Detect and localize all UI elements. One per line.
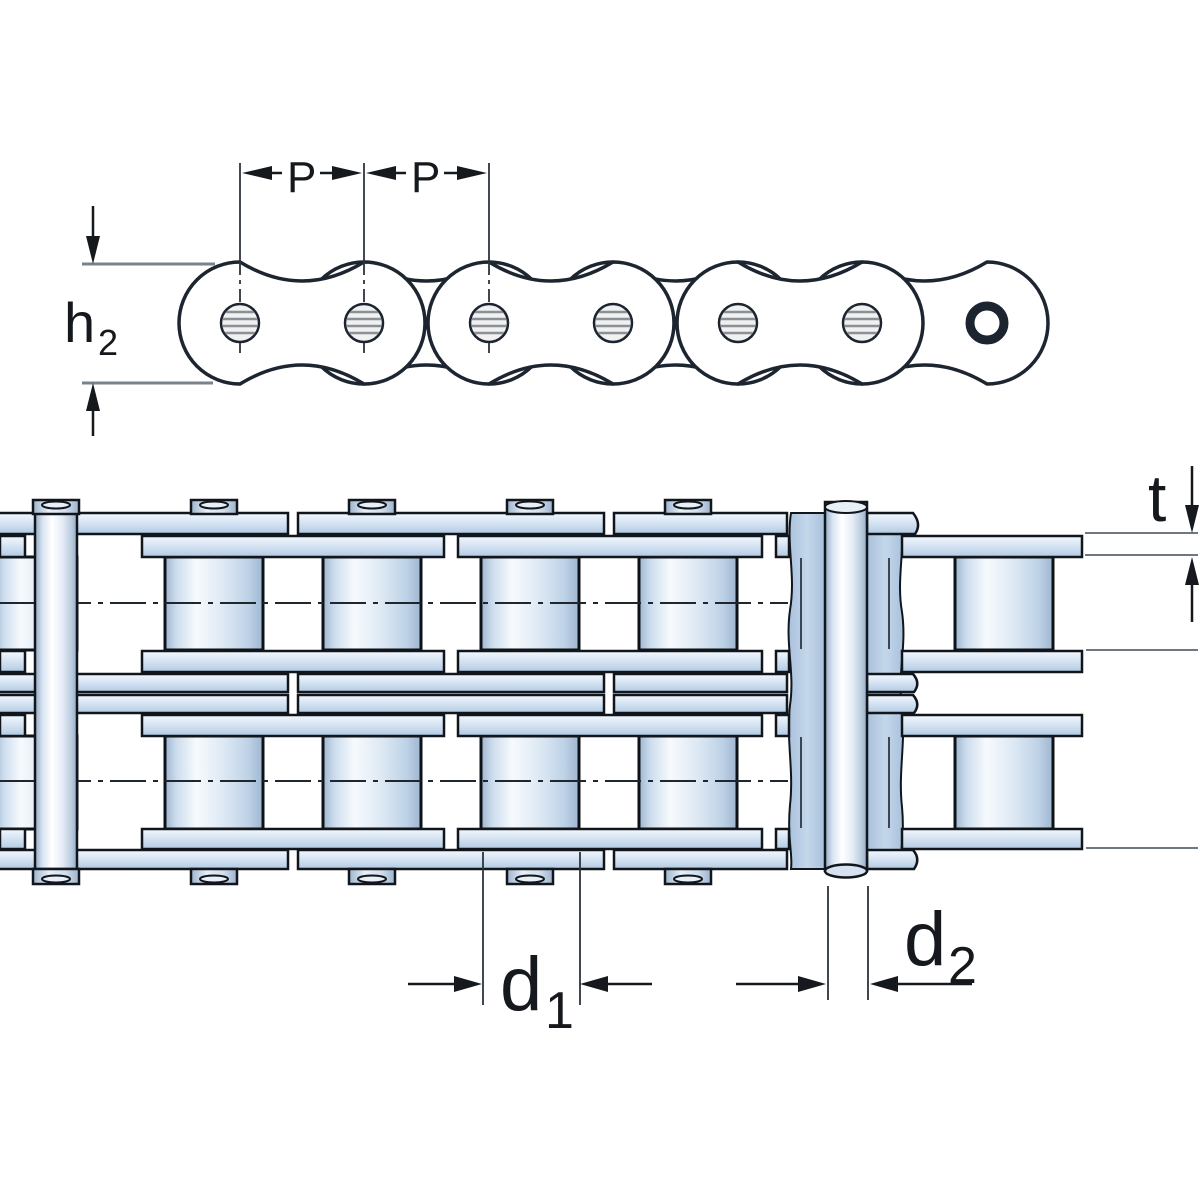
dimension-plate-thickness: t — [1085, 461, 1199, 849]
connecting-pin — [823, 500, 869, 879]
label-pin-dia-main: d — [904, 897, 946, 982]
inner-plates-row1-top — [0, 534, 1084, 559]
label-height-main: h — [64, 291, 95, 354]
inner-plates-row1-bottom — [0, 649, 1084, 674]
dimension-pitch: P P — [242, 153, 487, 202]
rollers-row-2 — [0, 734, 1055, 831]
intermediate-plates-upper — [0, 672, 919, 694]
pin-left-full — [33, 501, 79, 871]
end-link-ring — [965, 301, 1009, 345]
label-roller-dia-main: d — [500, 942, 542, 1027]
intermediate-plates-lower — [0, 693, 919, 715]
label-pin-dia-sub: 2 — [948, 937, 977, 995]
label-pitch-1: P — [287, 153, 316, 202]
side-view-chain: P P h 2 — [64, 153, 1050, 436]
label-height-sub: 2 — [98, 322, 118, 363]
dimension-height: h 2 — [64, 206, 215, 436]
inner-plates-row2-top — [0, 713, 1084, 738]
label-plate-thickness: t — [1148, 461, 1166, 535]
outer-plates-top — [0, 511, 920, 536]
plan-view-duplex-chain: d 1 d 2 t — [0, 461, 1199, 1040]
dimension-pin-diameter: d 2 — [736, 886, 977, 1000]
label-roller-dia-sub: 1 — [545, 982, 574, 1040]
label-pitch-2: P — [411, 153, 440, 202]
dimension-roller-diameter: d 1 — [408, 852, 652, 1040]
inner-plates-row2-bottom — [0, 827, 1084, 851]
outer-plates-bottom — [0, 848, 919, 871]
